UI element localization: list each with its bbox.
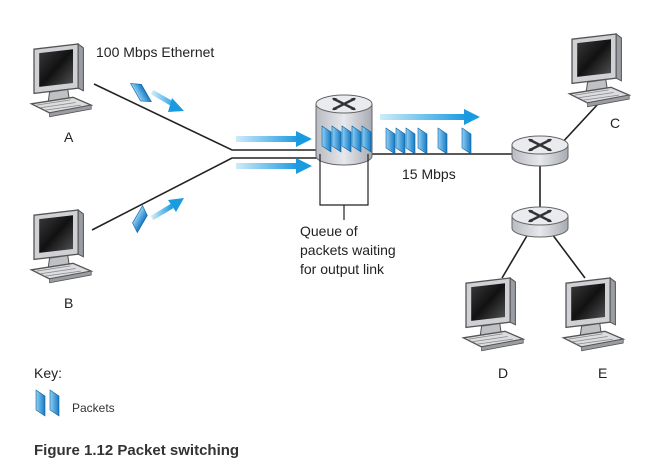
host-label-d: D bbox=[498, 365, 508, 381]
packet-from-b bbox=[129, 198, 184, 233]
key-legend: Key: Packets bbox=[34, 365, 115, 417]
arrow-into-router-top bbox=[236, 131, 312, 147]
host-label-c: C bbox=[610, 115, 620, 131]
packets-in-flight bbox=[129, 78, 480, 233]
figure-caption: Figure 1.12 Packet switching bbox=[34, 442, 239, 459]
packet-from-a bbox=[130, 78, 184, 112]
link-host-b bbox=[91, 157, 318, 231]
packet-icon bbox=[130, 78, 152, 107]
packet-icon bbox=[49, 389, 60, 417]
link-speed-ethernet-label: 100 Mbps Ethernet bbox=[96, 44, 214, 60]
arrow-out-of-router bbox=[380, 109, 480, 125]
link-host-a bbox=[93, 83, 318, 151]
packet-icon bbox=[417, 127, 428, 155]
queue-label-line-2: packets waiting bbox=[300, 242, 396, 258]
queue-label-line-1: Queue of bbox=[300, 223, 358, 239]
host-a: A bbox=[30, 43, 92, 145]
computer-icon bbox=[30, 43, 92, 118]
router-icon bbox=[332, 97, 356, 111]
host-d: D bbox=[462, 277, 524, 381]
key-packets-label: Packets bbox=[72, 401, 115, 415]
link-host-e bbox=[551, 233, 586, 279]
arrow-icon bbox=[168, 98, 184, 112]
packet-icon bbox=[35, 389, 46, 417]
arrow-icon bbox=[296, 158, 312, 174]
host-label-b: B bbox=[64, 295, 73, 311]
link-host-d bbox=[501, 233, 529, 279]
arrow-icon bbox=[464, 109, 480, 125]
queue-label: Queue of packets waiting for output link bbox=[300, 223, 396, 277]
outgoing-packets bbox=[385, 127, 472, 155]
host-label-e: E bbox=[598, 365, 607, 381]
host-label-a: A bbox=[64, 129, 74, 145]
router-icon bbox=[510, 134, 570, 168]
key-title: Key: bbox=[34, 365, 62, 381]
router-right-top bbox=[510, 134, 570, 168]
router-right-bottom bbox=[510, 205, 570, 239]
packet-icon bbox=[405, 127, 416, 155]
host-c: C bbox=[568, 33, 630, 131]
network-links bbox=[91, 83, 599, 279]
packet-icon bbox=[385, 127, 396, 155]
computer-icon bbox=[562, 277, 624, 352]
computer-icon bbox=[30, 209, 92, 284]
packet-icon bbox=[395, 127, 406, 155]
arrow-icon bbox=[168, 198, 184, 212]
host-b: B bbox=[30, 209, 92, 311]
packet-icon bbox=[437, 127, 448, 155]
computer-icon bbox=[462, 277, 524, 352]
router-icon bbox=[510, 205, 570, 239]
link-host-c bbox=[559, 103, 599, 146]
arrow-into-router-bottom bbox=[236, 158, 312, 174]
queue-label-line-3: for output link bbox=[300, 261, 385, 277]
packet-icon bbox=[461, 127, 472, 155]
link-speed-output-label: 15 Mbps bbox=[402, 166, 456, 182]
main-router bbox=[315, 94, 373, 220]
arrow-icon bbox=[296, 131, 312, 147]
computer-icon bbox=[568, 33, 630, 108]
host-e: E bbox=[562, 277, 624, 381]
